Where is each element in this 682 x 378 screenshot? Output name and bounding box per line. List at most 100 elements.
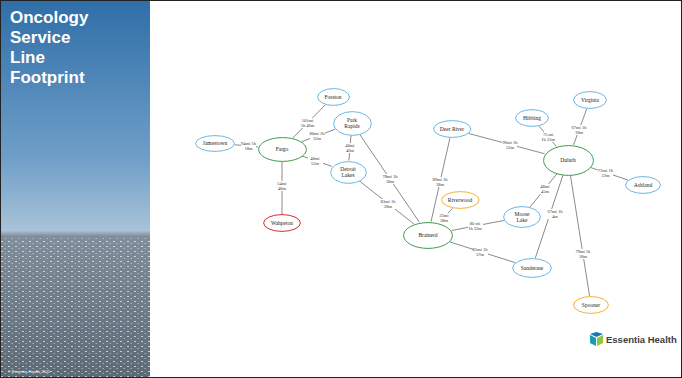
city-name: Park Rapids — [341, 117, 363, 129]
distance-label: 54mi 48m — [275, 181, 290, 191]
distance-label: 89mi 1h 38m — [432, 177, 447, 187]
city-name: Riverwood — [448, 197, 472, 203]
text-holder: Park Rapids — [341, 117, 363, 129]
route-line — [302, 129, 335, 141]
distance-label: 83mi 1h 28m — [381, 199, 396, 209]
copyright-note: © Essentia Health 2021 — [8, 369, 50, 374]
text-holder: Fargo — [276, 146, 289, 152]
route-line — [450, 242, 516, 263]
city-node: Fargo — [258, 137, 307, 162]
ellipse-outline — [330, 161, 366, 183]
city-name: Moose Lake — [511, 211, 533, 223]
city-name: Brainerd — [418, 232, 437, 238]
city-node: Riverwood — [441, 191, 480, 209]
distance-label: 94mi 1h 18m — [241, 141, 256, 151]
city-name: Hibbing — [523, 115, 541, 121]
distance-label: 75 mi 1h 25m — [541, 132, 556, 142]
city-name: Deer River — [440, 126, 464, 132]
text-holder: Brainerd — [418, 232, 437, 238]
text-holder: Spooner — [582, 302, 600, 308]
city-name: Jamestown — [203, 140, 227, 146]
city-node: Fosston — [317, 88, 350, 106]
text-holder: Ashland — [634, 182, 652, 188]
city-node: Brainerd — [403, 222, 453, 249]
distance-label: 85mi 1h 37m — [473, 247, 488, 257]
city-name: Duluth — [560, 157, 575, 163]
text-holder: Duluth — [560, 157, 575, 163]
distance-label: 78mi 1h 30m — [383, 174, 398, 184]
distance-label: 72mi 1h 22m — [598, 168, 613, 178]
ellipse-outline — [264, 215, 301, 232]
route-line — [302, 156, 332, 166]
route-line — [530, 174, 557, 207]
city-name: Fosston — [324, 94, 341, 100]
slide-title: Oncology Service Line Footprint — [10, 8, 100, 88]
city-name: Ashland — [634, 182, 652, 188]
text-holder: Detroit Lakes — [337, 166, 359, 178]
ellipse-outline — [574, 92, 607, 109]
route-line — [452, 220, 504, 230]
ellipse-outline — [504, 207, 541, 228]
city-node: Ashland — [625, 176, 661, 194]
sea-sparkle — [0, 237, 150, 378]
route-line — [539, 126, 556, 146]
distance-label: 80mi 1h 32m — [310, 131, 325, 141]
ellipse-outline — [404, 222, 453, 248]
city-name: Sandstone — [521, 265, 544, 271]
city-node: Deer River — [433, 120, 471, 138]
route-line — [590, 167, 628, 180]
text-holder: Moose Lake — [511, 211, 533, 223]
city-node: Jamestown — [195, 135, 235, 152]
route-line — [570, 175, 589, 296]
text-holder: Sandstone — [521, 265, 544, 271]
city-node: Hibbing — [515, 109, 549, 127]
brand-name: Essentia Health — [606, 334, 677, 346]
city-node: Wahpeton — [263, 214, 301, 232]
text-holder: Riverwood — [448, 197, 472, 203]
logo-icon — [589, 332, 604, 348]
city-name: Detroit Lakes — [337, 166, 359, 178]
distance-label: 48mi 52m — [308, 156, 323, 166]
ellipse-outline — [333, 111, 371, 135]
text-holder: Wahpeton — [271, 220, 293, 226]
city-name: Fargo — [276, 146, 289, 152]
city-name: Spooner — [582, 302, 600, 308]
ellipse-outline — [516, 110, 549, 127]
city-node: Moose Lake — [503, 206, 541, 228]
distance-label: 79mi 1h 18m — [575, 249, 590, 259]
city-node: Sandstone — [512, 258, 552, 278]
ellipse-outline — [441, 192, 479, 209]
route-line — [469, 133, 545, 153]
city-node: Park Rapids — [333, 111, 372, 136]
route-line — [360, 134, 420, 222]
ellipse-outline — [543, 145, 593, 175]
distance-label: 33mi 38m — [436, 213, 451, 223]
ellipse-outline — [513, 259, 552, 278]
city-node: Detroit Lakes — [330, 161, 367, 184]
ellipse-outline — [196, 135, 235, 151]
city-name: Virginia — [581, 97, 599, 103]
text-holder: Deer River — [440, 126, 464, 132]
distance-label: 40mi 46m — [343, 143, 358, 153]
route-line — [359, 181, 413, 224]
ellipse-outline — [574, 297, 609, 314]
distance-label: 67mi 1h 4m — [548, 209, 563, 219]
distance-label: 80 mi 1h 32m — [468, 221, 483, 231]
distance-label: 96mi 1h 52m — [502, 140, 517, 150]
text-holder: Virginia — [581, 97, 599, 103]
ellipse-outline — [626, 177, 661, 194]
ellipse-outline — [433, 121, 470, 138]
city-node: Duluth — [543, 145, 594, 176]
city-node: Spooner — [573, 296, 609, 314]
ellipse-outline — [258, 137, 306, 161]
ellipse-outline — [317, 89, 349, 106]
ocean-photo — [0, 0, 150, 378]
distance-label: 101mi 1h 46m — [300, 118, 315, 128]
text-holder: Hibbing — [523, 115, 541, 121]
text-holder: Jamestown — [203, 140, 227, 146]
route-line — [431, 138, 450, 222]
